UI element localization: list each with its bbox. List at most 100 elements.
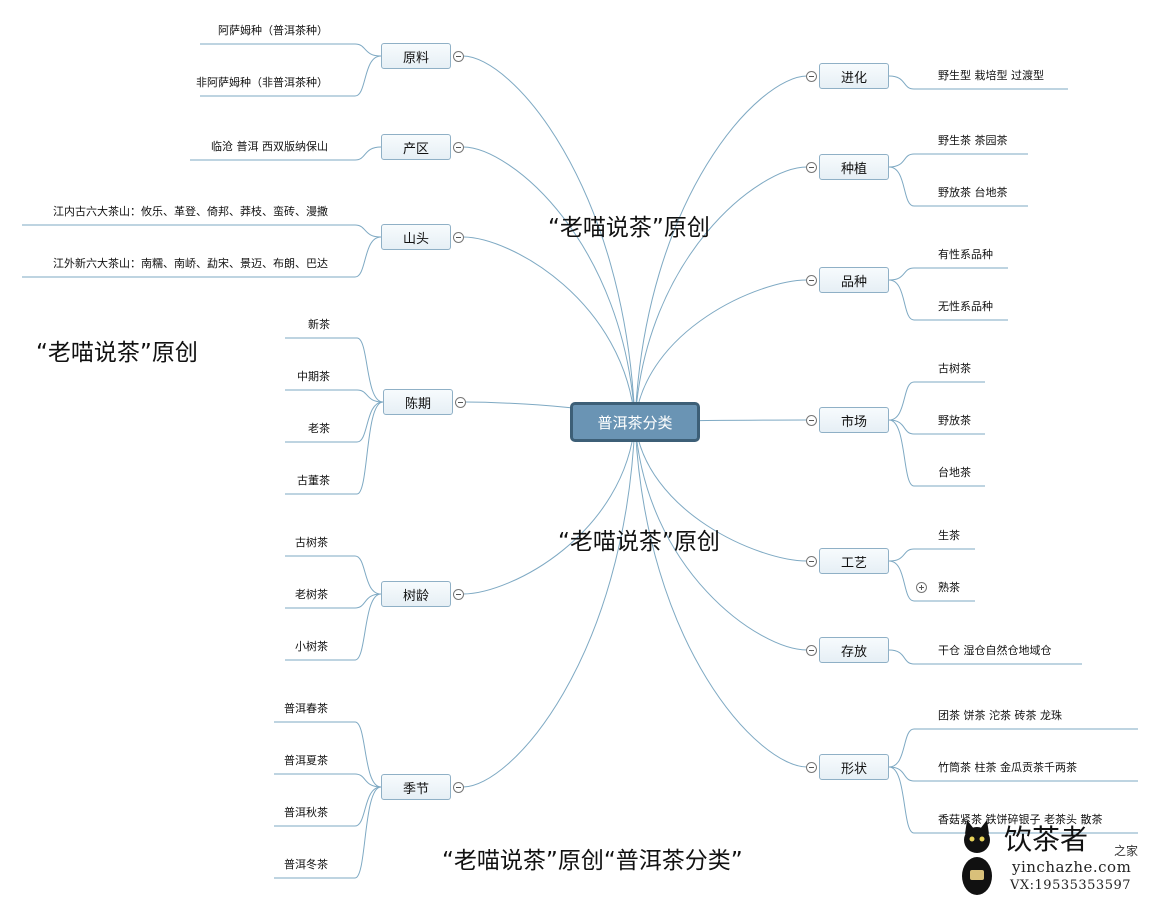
connector-line xyxy=(888,560,975,602)
leaf-topic[interactable]: 普洱春茶 xyxy=(284,702,328,715)
leaf-topic[interactable]: 中期茶 xyxy=(297,370,330,383)
leaf-topic[interactable]: 野放茶 台地茶 xyxy=(938,186,1008,199)
connector-line xyxy=(285,401,384,443)
branch-node[interactable]: 进化 xyxy=(819,63,889,89)
collapse-toggle-icon[interactable] xyxy=(453,142,464,153)
leaf-topic[interactable]: 香菇紧茶 铁饼碎银子 老茶头 散茶 xyxy=(938,813,1103,826)
collapse-toggle-icon[interactable] xyxy=(453,232,464,243)
leaf-topic[interactable]: 小树茶 xyxy=(295,640,328,653)
watermark-text: “老喵说茶”原创 xyxy=(558,529,720,555)
leaf-topic[interactable]: 非阿萨姆种（非普洱茶种） xyxy=(196,76,328,89)
leaf-topic[interactable]: 干仓 湿仓自然仓地域仓 xyxy=(938,644,1052,657)
collapse-toggle-icon[interactable] xyxy=(806,415,817,426)
connector-line xyxy=(285,389,384,403)
connector-line xyxy=(190,146,382,161)
connector-line xyxy=(634,421,808,651)
watermark-text: “老喵说茶”原创 xyxy=(36,340,198,366)
connector-line xyxy=(22,224,382,238)
logo-subtitle: 之家 xyxy=(1114,844,1139,858)
logo-contact: VX:19535353597 xyxy=(1010,878,1132,893)
branch-node[interactable]: 陈期 xyxy=(383,389,453,415)
branch-node[interactable]: 存放 xyxy=(819,637,889,663)
connector-line xyxy=(274,721,382,788)
leaf-topic[interactable]: 老树茶 xyxy=(295,588,328,601)
connector-line xyxy=(634,421,808,562)
branch-node[interactable]: 品种 xyxy=(819,267,889,293)
collapse-toggle-icon[interactable] xyxy=(453,782,464,793)
leaf-topic[interactable]: 团茶 饼茶 沱茶 砖茶 龙珠 xyxy=(938,709,1062,722)
leaf-topic[interactable]: 有性系品种 xyxy=(938,248,993,261)
leaf-topic[interactable]: 无性系品种 xyxy=(938,300,993,313)
leaf-topic[interactable]: 野生茶 茶园茶 xyxy=(938,134,1008,147)
collapse-toggle-icon[interactable] xyxy=(806,762,817,773)
connector-line xyxy=(888,75,1068,90)
connector-line xyxy=(888,419,985,487)
branch-node[interactable]: 树龄 xyxy=(381,581,451,607)
collapse-toggle-icon[interactable] xyxy=(453,589,464,600)
leaf-topic[interactable]: 新茶 xyxy=(308,318,330,331)
connector-line xyxy=(462,421,636,595)
connector-line xyxy=(285,593,382,609)
connector-line xyxy=(634,421,808,768)
collapse-toggle-icon[interactable] xyxy=(806,71,817,82)
connector-line xyxy=(634,75,808,423)
leaf-topic[interactable]: 台地茶 xyxy=(938,466,971,479)
leaf-topic[interactable]: 普洱夏茶 xyxy=(284,754,328,767)
connector-line xyxy=(274,773,382,788)
connector-line xyxy=(888,548,975,562)
collapse-toggle-icon[interactable] xyxy=(453,51,464,62)
root-topic[interactable]: 普洱茶分类 xyxy=(570,402,700,442)
connector-line xyxy=(462,55,636,423)
watermark-text: “老喵说茶”原创“普洱茶分类” xyxy=(442,848,743,874)
leaf-topic[interactable]: 江内古六大茶山：攸乐、革登、倚邦、莽枝、蛮砖、漫撒 xyxy=(53,205,328,218)
connector-line xyxy=(888,766,1138,782)
collapse-toggle-icon[interactable] xyxy=(806,645,817,656)
connector-line xyxy=(888,279,1008,321)
connector-line xyxy=(888,766,1138,834)
branch-node[interactable]: 产区 xyxy=(381,134,451,160)
logo-title: 饮茶者 xyxy=(1004,823,1089,856)
connector-line xyxy=(462,236,636,423)
collapse-toggle-icon[interactable] xyxy=(806,162,817,173)
connector-line xyxy=(888,419,985,435)
leaf-topic[interactable]: 熟茶 xyxy=(938,581,960,594)
connector-line xyxy=(888,649,1082,665)
leaf-topic[interactable]: 野生型 栽培型 过渡型 xyxy=(938,69,1044,82)
branch-node[interactable]: 种植 xyxy=(819,154,889,180)
leaf-topic[interactable]: 老茶 xyxy=(308,422,330,435)
connector-line xyxy=(462,421,636,788)
leaf-topic[interactable]: 普洱冬茶 xyxy=(284,858,328,871)
branch-node[interactable]: 工艺 xyxy=(819,548,889,574)
leaf-topic[interactable]: 野放茶 xyxy=(938,414,971,427)
connector-line xyxy=(285,337,384,403)
collapse-toggle-icon[interactable] xyxy=(806,556,817,567)
connector-line xyxy=(285,555,382,595)
leaf-topic[interactable]: 生茶 xyxy=(938,529,960,542)
leaf-topic[interactable]: 阿萨姆种（普洱茶种） xyxy=(218,24,328,37)
leaf-topic[interactable]: 江外新六大茶山：南糯、南峤、勐宋、景迈、布朗、巴达 xyxy=(53,257,328,270)
branch-node[interactable]: 市场 xyxy=(819,407,889,433)
leaf-topic[interactable]: 古树茶 xyxy=(938,362,971,375)
branch-node[interactable]: 山头 xyxy=(381,224,451,250)
connector-line xyxy=(462,146,636,423)
collapse-toggle-icon[interactable] xyxy=(806,275,817,286)
connector-line xyxy=(285,401,384,495)
branch-node[interactable]: 季节 xyxy=(381,774,451,800)
leaf-topic[interactable]: 普洱秋茶 xyxy=(284,806,328,819)
leaf-topic[interactable]: 古董茶 xyxy=(297,474,330,487)
connector-line xyxy=(634,166,808,423)
connector-line xyxy=(285,593,382,661)
collapse-toggle-icon[interactable] xyxy=(455,397,466,408)
branch-node[interactable]: 形状 xyxy=(819,754,889,780)
branch-node[interactable]: 原料 xyxy=(381,43,451,69)
leaf-topic[interactable]: 临沧 普洱 西双版纳保山 xyxy=(211,140,328,153)
expand-toggle-icon[interactable] xyxy=(916,582,927,593)
connector-line xyxy=(888,381,985,421)
connector-line xyxy=(22,236,382,278)
connector-line xyxy=(274,786,382,827)
connector-line xyxy=(634,279,808,423)
connector-line xyxy=(888,728,1138,768)
leaf-topic[interactable]: 古树茶 xyxy=(295,536,328,549)
leaf-topic[interactable]: 竹筒茶 柱茶 金瓜贡茶千两茶 xyxy=(938,761,1077,774)
